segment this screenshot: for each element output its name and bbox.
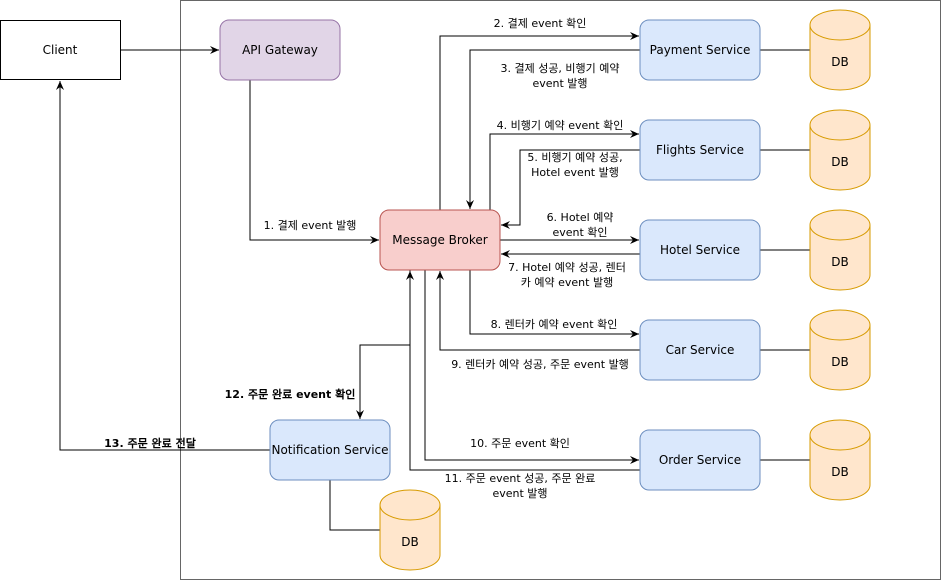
order-service-label: Order Service [659, 453, 741, 467]
db-order: DB [809, 419, 871, 501]
edge-label-9: 9. 렌터카 예약 성공, 주문 event 발행 [451, 357, 629, 371]
flights-service-node [639, 119, 761, 181]
edge-5 [501, 149, 640, 229]
edge-9 [436, 271, 640, 351]
edge-label-4: 4. 비행기 예약 event 확인 [497, 118, 624, 132]
notification-service-label: Notification Service [271, 443, 388, 457]
edge-13 [56, 81, 270, 451]
edge-label-5b: Hotel event 발행 [531, 166, 619, 179]
edge-label-5a: 5. 비행기 예약 성공, [527, 150, 622, 164]
db-label: DB [401, 535, 418, 549]
client-node [0, 20, 121, 80]
db-label: DB [831, 355, 848, 369]
edge-4 [489, 130, 639, 210]
edge-label-8: 8. 렌터카 예약 event 확인 [491, 317, 618, 331]
db-payment: DB [809, 9, 871, 91]
db-label: DB [831, 465, 848, 479]
notification-service-node [269, 419, 391, 481]
edge-label-11b: event 발행 [492, 487, 547, 500]
db-link-notification [329, 480, 380, 531]
edge-label-12: 12. 주문 완료 event 확인 [225, 387, 356, 401]
edge-label-1: 1. 결제 event 발행 [264, 219, 357, 232]
db-label: DB [831, 55, 848, 69]
edge-label-7a: 7. Hotel 예약 성공, 렌터 [508, 260, 626, 274]
db-hotel: DB [809, 209, 871, 291]
edge-label-13: 13. 주문 완료 전달 [104, 436, 196, 450]
edge-3 [466, 49, 640, 209]
db-label: DB [831, 255, 848, 269]
hotel-service-label: Hotel Service [660, 243, 740, 257]
db-notification: DB [379, 489, 441, 571]
edge-10 [424, 270, 639, 464]
api-gateway-node [219, 19, 341, 81]
car-service-label: Car Service [666, 343, 735, 357]
edge-2 [439, 32, 639, 210]
edge-8 [469, 270, 639, 338]
hotel-service-node [639, 219, 761, 281]
edge-1 [249, 80, 379, 244]
edge-label-6b: event 확인 [552, 226, 607, 239]
car-service-node [639, 319, 761, 381]
payment-service-label: Payment Service [650, 43, 751, 57]
message-broker-label: Message Broker [392, 233, 488, 247]
edge-label-11a: 11. 주문 event 성공, 주문 완료 [445, 472, 596, 485]
api-gateway-label: API Gateway [242, 43, 318, 57]
edge-label-7b: 카 예약 event 발행 [521, 275, 613, 289]
edge-label-10: 10. 주문 event 확인 [470, 437, 570, 450]
message-broker-node [379, 209, 501, 271]
edge-label-2: 2. 결제 event 확인 [494, 17, 587, 30]
edge-label-3a: 3. 결제 성공, 비행기 예약 [500, 61, 619, 75]
edge-label-6a: 6. Hotel 예약 [547, 210, 614, 224]
flights-service-label: Flights Service [656, 143, 744, 157]
db-label: DB [831, 155, 848, 169]
edge-label-3b: event 발행 [532, 77, 587, 90]
payment-service-node [639, 19, 761, 81]
client-label: Client [43, 43, 78, 57]
order-service-node [639, 429, 761, 491]
db-car: DB [809, 309, 871, 391]
edge-12 [356, 270, 411, 419]
db-flights: DB [809, 109, 871, 191]
